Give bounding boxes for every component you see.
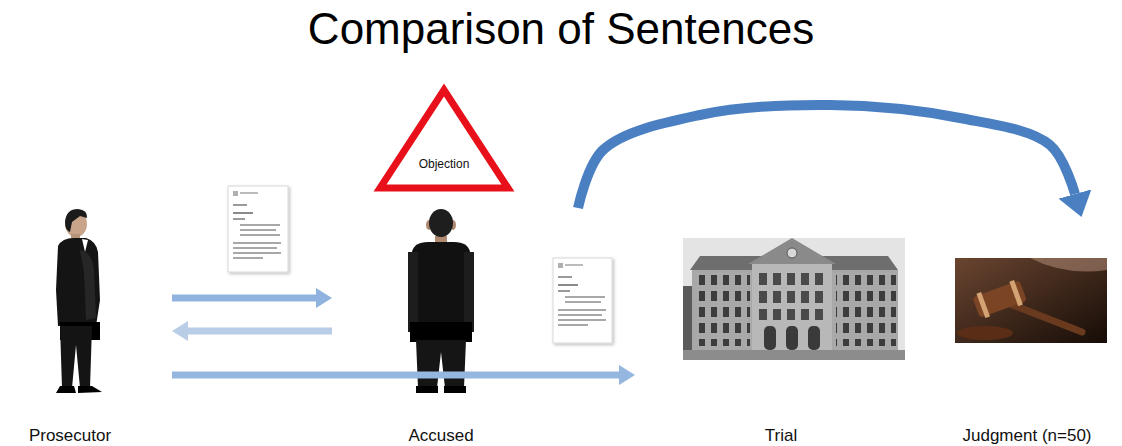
courthouse-photo-part [836,274,896,346]
document-icon-part [558,290,570,292]
document-icon-part [228,186,288,272]
document-icon-part [558,309,606,311]
prosecutor-figure-part [56,386,76,393]
document-icon-part [240,192,258,194]
gavel-photo-part [1030,258,1107,272]
document-icon-part [233,212,253,214]
accused-figure [408,209,474,393]
document-icon-part [558,276,572,278]
accused-figure-part [408,252,418,332]
courthouse-photo-part [748,238,836,264]
courthouse-photo-part [786,326,798,350]
document-icon-part [558,324,588,326]
prosecutor-figure-part [65,209,87,232]
title-area: Comparison of Sentences [0,2,1122,56]
node-label: Prosecutor [29,426,111,446]
accused-figure-part [429,209,453,237]
prosecutor-figure-part [60,326,92,388]
document-icon-part [233,218,245,220]
courthouse-photo-part [683,350,905,360]
node-label: Trial [765,426,797,446]
accused-figure-part [416,386,438,393]
document-icon-part [233,204,247,206]
stage-node: Judgment (n=50) [945,218,1117,444]
actor-node: Accused [332,208,612,444]
prosecutor-figure-part [78,386,102,393]
node-label: Accused [408,426,473,446]
gavel-photo-part [957,326,1013,340]
gavel-photo-part [955,258,1107,343]
courthouse-photo-part [752,262,832,352]
prosecutor-figure-part [82,239,88,252]
document-icon-part [558,284,578,286]
document-icon-part [233,257,263,259]
courthouse-photo-part [694,274,750,346]
document-icon-part [558,263,563,268]
gavel-photo-part [1005,302,1082,332]
document-icon-part [240,229,276,231]
diagram-title: Comparison of Sentences [0,2,1122,56]
courthouse-photo-part [683,238,905,360]
document-icon [553,258,612,343]
courthouse-photo [683,238,905,360]
document-icon-part [558,314,602,316]
curved-arrow [578,105,1075,208]
document-icon-part [233,191,238,196]
accused-figure-part [464,252,474,332]
warning-triangle: Objection [375,85,513,193]
gavel-photo-part [972,278,1028,320]
courthouse-photo-part [764,326,776,350]
courthouse-photo-part [808,326,820,350]
document-icon-part [240,234,280,236]
document-icon-part [233,252,281,254]
accused-figure-part [444,386,466,393]
prosecutor-figure-part [56,238,100,326]
flow-arrow [188,328,332,335]
flow-arrow [172,295,316,302]
document-icon-part [233,242,281,244]
triangle-outline [375,85,513,193]
stage-node: Trial [635,228,915,444]
courthouse-photo-part [787,248,797,258]
accused-figure-part [410,242,472,330]
document-icon-part [565,264,583,266]
document-icon [228,186,288,272]
document-icon-part [558,319,606,321]
triangle-outline [380,90,508,188]
warning-label: Objection [419,157,470,171]
prosecutor-figure-part [80,250,96,320]
accused-figure-part [410,322,472,342]
flow-arrow [172,372,619,379]
document-icon-part [553,258,612,343]
accused-figure-part [416,340,466,388]
document-icon-part [565,301,601,303]
courthouse-photo-part [756,268,828,320]
gavel-photo [955,258,1107,343]
actor-node: Prosecutor [10,200,172,444]
document-icon-part [565,296,605,298]
node-label: Judgment (n=50) [963,426,1092,446]
document-icon-part [240,224,280,226]
prosecutor-figure [56,209,102,393]
document-icon-part [233,247,277,249]
